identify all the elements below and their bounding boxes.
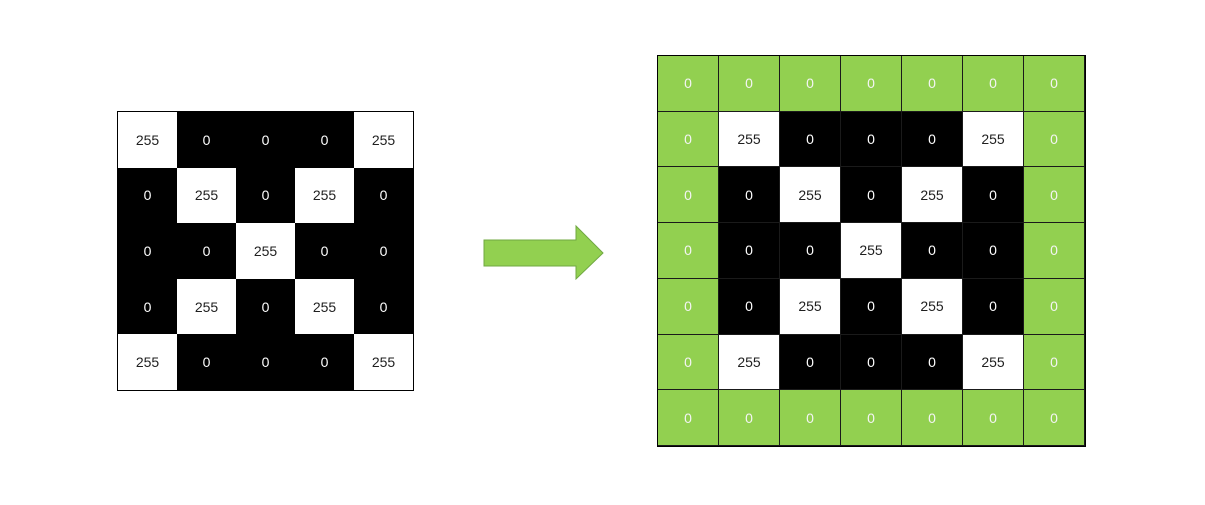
padded-cell-4-0-padding: 0 bbox=[658, 278, 719, 335]
padded-cell-2-2: 255 bbox=[780, 167, 841, 224]
padded-cell-0-6-padding: 0 bbox=[1024, 56, 1085, 112]
padded-cell-0-2-padding: 0 bbox=[780, 56, 841, 112]
source-cell-4-2: 0 bbox=[236, 334, 295, 390]
padded-cell-1-1: 255 bbox=[719, 111, 780, 168]
source-cell-0-1: 0 bbox=[177, 112, 236, 168]
padded-cell-0-5-padding: 0 bbox=[963, 56, 1024, 112]
padded-cell-3-0-padding: 0 bbox=[658, 223, 719, 279]
padded-cell-3-1: 0 bbox=[719, 223, 780, 279]
padded-cell-5-0-padding: 0 bbox=[658, 334, 719, 391]
padded-cell-3-5: 0 bbox=[963, 223, 1024, 279]
source-cell-1-1: 255 bbox=[177, 167, 236, 224]
padded-cell-1-3: 0 bbox=[841, 111, 902, 168]
source-cell-3-1: 255 bbox=[177, 278, 236, 335]
padded-cell-6-5-padding: 0 bbox=[963, 390, 1024, 446]
padded-cell-5-6-padding: 0 bbox=[1024, 334, 1085, 391]
padded-cell-6-6-padding: 0 bbox=[1024, 390, 1085, 446]
padded-cell-2-1: 0 bbox=[719, 167, 780, 224]
source-cell-1-0: 0 bbox=[118, 167, 177, 224]
padded-cell-3-3: 255 bbox=[841, 223, 902, 279]
source-cell-3-2: 0 bbox=[236, 278, 295, 335]
padded-cell-4-4: 255 bbox=[902, 278, 963, 335]
source-cell-3-0: 0 bbox=[118, 278, 177, 335]
source-cell-0-4: 255 bbox=[354, 112, 413, 168]
source-cell-4-3: 0 bbox=[295, 334, 354, 390]
source-cell-2-1: 0 bbox=[177, 223, 236, 279]
padded-cell-2-0-padding: 0 bbox=[658, 167, 719, 224]
padded-cell-4-3: 0 bbox=[841, 278, 902, 335]
source-cell-0-3: 0 bbox=[295, 112, 354, 168]
padded-cell-4-6-padding: 0 bbox=[1024, 278, 1085, 335]
padded-cell-5-5: 255 bbox=[963, 334, 1024, 391]
padded-cell-0-4-padding: 0 bbox=[902, 56, 963, 112]
padded-cell-1-2: 0 bbox=[780, 111, 841, 168]
source-cell-0-0: 255 bbox=[118, 112, 177, 168]
padded-cell-6-3-padding: 0 bbox=[841, 390, 902, 446]
padded-cell-0-1-padding: 0 bbox=[719, 56, 780, 112]
padded-cell-4-1: 0 bbox=[719, 278, 780, 335]
padded-cell-6-2-padding: 0 bbox=[780, 390, 841, 446]
padded-cell-4-5: 0 bbox=[963, 278, 1024, 335]
source-cell-4-1: 0 bbox=[177, 334, 236, 390]
padded-cell-1-6-padding: 0 bbox=[1024, 111, 1085, 168]
padded-cell-5-3: 0 bbox=[841, 334, 902, 391]
source-cell-2-4: 0 bbox=[354, 223, 413, 279]
padded-cell-2-3: 0 bbox=[841, 167, 902, 224]
source-cell-1-4: 0 bbox=[354, 167, 413, 224]
source-cell-2-3: 0 bbox=[295, 223, 354, 279]
padded-cell-2-4: 255 bbox=[902, 167, 963, 224]
padded-cell-1-4: 0 bbox=[902, 111, 963, 168]
source-cell-2-2: 255 bbox=[236, 223, 295, 279]
source-cell-4-0: 255 bbox=[118, 334, 177, 390]
padded-cell-5-2: 0 bbox=[780, 334, 841, 391]
padded-cell-1-0-padding: 0 bbox=[658, 111, 719, 168]
padded-cell-2-6-padding: 0 bbox=[1024, 167, 1085, 224]
source-cell-1-3: 255 bbox=[295, 167, 354, 224]
padded-cell-3-6-padding: 0 bbox=[1024, 223, 1085, 279]
padded-cell-4-2: 255 bbox=[780, 278, 841, 335]
source-cell-3-4: 0 bbox=[354, 278, 413, 335]
padded-cell-5-4: 0 bbox=[902, 334, 963, 391]
padded-cell-5-1: 255 bbox=[719, 334, 780, 391]
padded-cell-0-0-padding: 0 bbox=[658, 56, 719, 112]
source-cell-1-2: 0 bbox=[236, 167, 295, 224]
padded-cell-2-5: 0 bbox=[963, 167, 1024, 224]
padded-cell-6-4-padding: 0 bbox=[902, 390, 963, 446]
source-cell-4-4: 255 bbox=[354, 334, 413, 390]
right-arrow-icon bbox=[483, 224, 604, 281]
padded-cell-1-5: 255 bbox=[963, 111, 1024, 168]
source-cell-2-0: 0 bbox=[118, 223, 177, 279]
padded-cell-3-4: 0 bbox=[902, 223, 963, 279]
padded-cell-3-2: 0 bbox=[780, 223, 841, 279]
source-cell-0-2: 0 bbox=[236, 112, 295, 168]
padded-cell-6-0-padding: 0 bbox=[658, 390, 719, 446]
source-cell-3-3: 255 bbox=[295, 278, 354, 335]
padded-cell-0-3-padding: 0 bbox=[841, 56, 902, 112]
padded-cell-6-1-padding: 0 bbox=[719, 390, 780, 446]
